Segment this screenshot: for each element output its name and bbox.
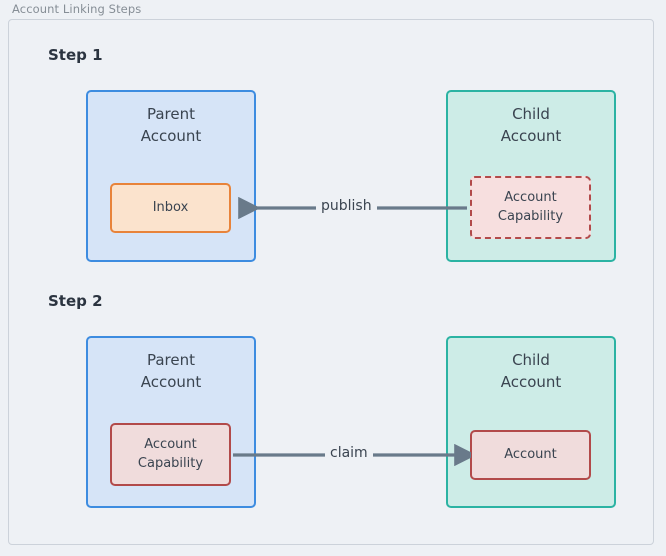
- step-2-account-box: Account: [470, 430, 591, 480]
- step-1-account-capability-box: Account Capability: [470, 176, 591, 239]
- step-2-edge-label: claim: [325, 445, 373, 461]
- panel-title: Account Linking Steps: [12, 2, 142, 16]
- step-1-parent-account-title: Parent Account: [140, 105, 202, 145]
- step-2-parent-account-title: Parent Account: [140, 351, 202, 391]
- step-2-account-capability-box: Account Capability: [110, 423, 231, 486]
- step-1-inbox-box: Inbox: [110, 183, 231, 233]
- step-1-parent-account-box: Parent Account: [86, 90, 256, 262]
- step-1-edge-label: publish: [316, 198, 377, 214]
- step-2-child-account-title: Child Account: [500, 351, 562, 391]
- step-2-child-account-box: Child Account: [446, 336, 616, 508]
- step-2-label: Step 2: [48, 292, 103, 310]
- step-1-child-account-title: Child Account: [500, 105, 562, 145]
- step-1-label: Step 1: [48, 46, 103, 64]
